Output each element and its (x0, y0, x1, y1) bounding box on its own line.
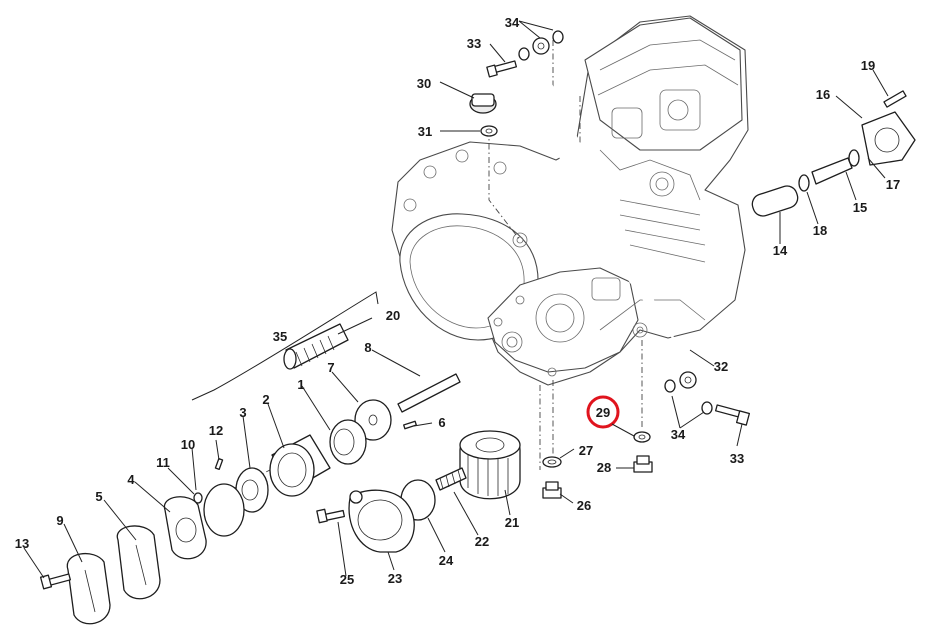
oil-line-32 (532, 37, 697, 389)
callout-6: 6 (438, 415, 445, 430)
callout-15: 15 (853, 200, 867, 215)
callout-33-bottom: 33 (730, 451, 744, 466)
callout-33-top: 33 (467, 36, 481, 51)
engine-assembly (391, 15, 749, 386)
leader-lines (23, 20, 889, 579)
callout-24: 24 (439, 553, 454, 568)
banjo-bolt-bottom (664, 379, 751, 426)
callout-32: 32 (714, 359, 728, 374)
highlight-ring-29 (586, 395, 620, 429)
oil-pump-parts (39, 323, 461, 625)
callout-35: 35 (273, 329, 287, 344)
oil-filler-plug (469, 93, 498, 137)
callout-31: 31 (418, 124, 432, 139)
callout-17: 17 (886, 177, 900, 192)
callout-34-bottom: 34 (671, 427, 686, 442)
callout-25: 25 (340, 572, 354, 587)
callout-28: 28 (597, 460, 611, 475)
callout-11: 11 (156, 455, 170, 470)
callout-21: 21 (505, 515, 519, 530)
callout-23: 23 (388, 571, 402, 586)
callout-30: 30 (417, 76, 431, 91)
right-side-parts (751, 90, 916, 217)
callout-1: 1 (297, 377, 304, 392)
callout-18: 18 (813, 223, 827, 238)
filter-parts (316, 430, 653, 553)
callout-9: 9 (56, 513, 63, 528)
callout-3: 3 (239, 405, 246, 420)
callout-16: 16 (816, 87, 830, 102)
callout-20: 20 (386, 308, 400, 323)
callout-34-top: 34 (505, 15, 520, 30)
callout-19: 19 (861, 58, 875, 73)
callout-22: 22 (475, 534, 489, 549)
callout-14: 14 (773, 243, 788, 258)
callout-7: 7 (327, 360, 334, 375)
callout-8: 8 (364, 340, 371, 355)
callout-4: 4 (127, 472, 135, 487)
callout-13: 13 (15, 536, 29, 551)
callout-27: 27 (579, 443, 593, 458)
callout-29: 29 (596, 405, 610, 420)
callout-12: 12 (209, 423, 223, 438)
banjo-bolt-top (486, 30, 564, 78)
callout-5: 5 (95, 489, 102, 504)
group-bracket-35 (191, 291, 379, 401)
callout-2: 2 (262, 392, 269, 407)
callout-26: 26 (577, 498, 591, 513)
callout-labels: 34 33 30 31 19 16 17 15 18 14 32 34 33 3… (15, 15, 900, 587)
callout-10: 10 (181, 437, 195, 452)
